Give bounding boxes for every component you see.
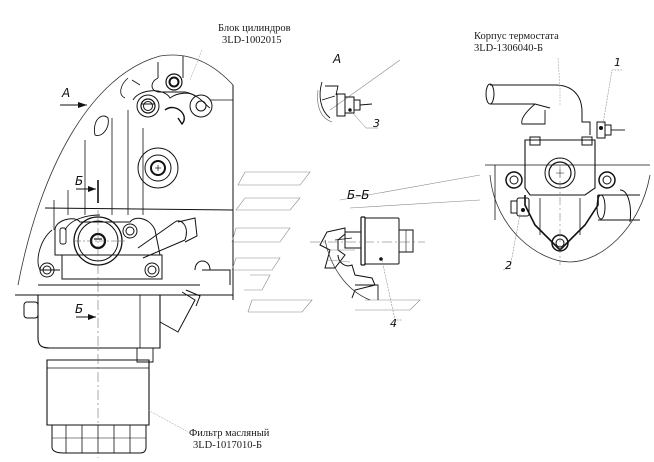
- callout-2: 2: [505, 259, 512, 272]
- oil-filter-label: Фильтр масляный 3LD-1017010-Б: [189, 428, 269, 452]
- view-a-arrow-label: А: [62, 86, 71, 100]
- oil-filter-housing: [38, 295, 160, 348]
- leader-oil-filter: [148, 410, 188, 432]
- oil-filter-part-no: 3LD-1017010-Б: [193, 440, 263, 451]
- callout-4: 4: [390, 317, 397, 330]
- cylinder-block-label: Блок цилиндров 3LD-1002015: [218, 23, 291, 47]
- section-b-title: Б–Б: [347, 188, 370, 202]
- section-b-arrow-lower-label: Б: [75, 302, 84, 316]
- leader-cylinder-block: [190, 50, 202, 80]
- thermostat-housing-label: Корпус термостата 3LD-1306040-Б: [474, 31, 559, 55]
- leader-thermostat: [558, 58, 560, 88]
- ghost-outlines: [232, 60, 480, 312]
- leader-2: [503, 214, 520, 270]
- thermostat-housing-name: Корпус термостата: [474, 31, 559, 42]
- cylinder-block-name: Блок цилиндров: [218, 23, 291, 34]
- section-b-arrow-upper: [76, 180, 98, 203]
- view-a-arrow: [60, 102, 87, 108]
- callout-3: 3: [373, 117, 380, 130]
- leader-3: [351, 111, 378, 128]
- callout-1: 1: [614, 56, 621, 69]
- view-a-detail: [318, 82, 378, 128]
- section-b-arrow-upper-label: Б: [75, 174, 84, 188]
- section-b-detail: [310, 217, 425, 320]
- thermostat-housing-part-no: 3LD-1306040-Б: [474, 43, 544, 54]
- section-b-arrow-lower: [76, 314, 96, 320]
- leader-4: [382, 260, 402, 320]
- view-a-title: А: [333, 52, 342, 66]
- detail-boundary-arc: [18, 55, 233, 285]
- cylinder-block-view: [15, 55, 233, 458]
- oil-filter-name: Фильтр масляный: [189, 428, 270, 439]
- thermostat-housing-view: [485, 58, 650, 270]
- leader-1: [603, 70, 622, 124]
- detail-boundary-arc-right: [490, 175, 650, 262]
- cylinder-block-part-no: 3LD-1002015: [222, 35, 282, 46]
